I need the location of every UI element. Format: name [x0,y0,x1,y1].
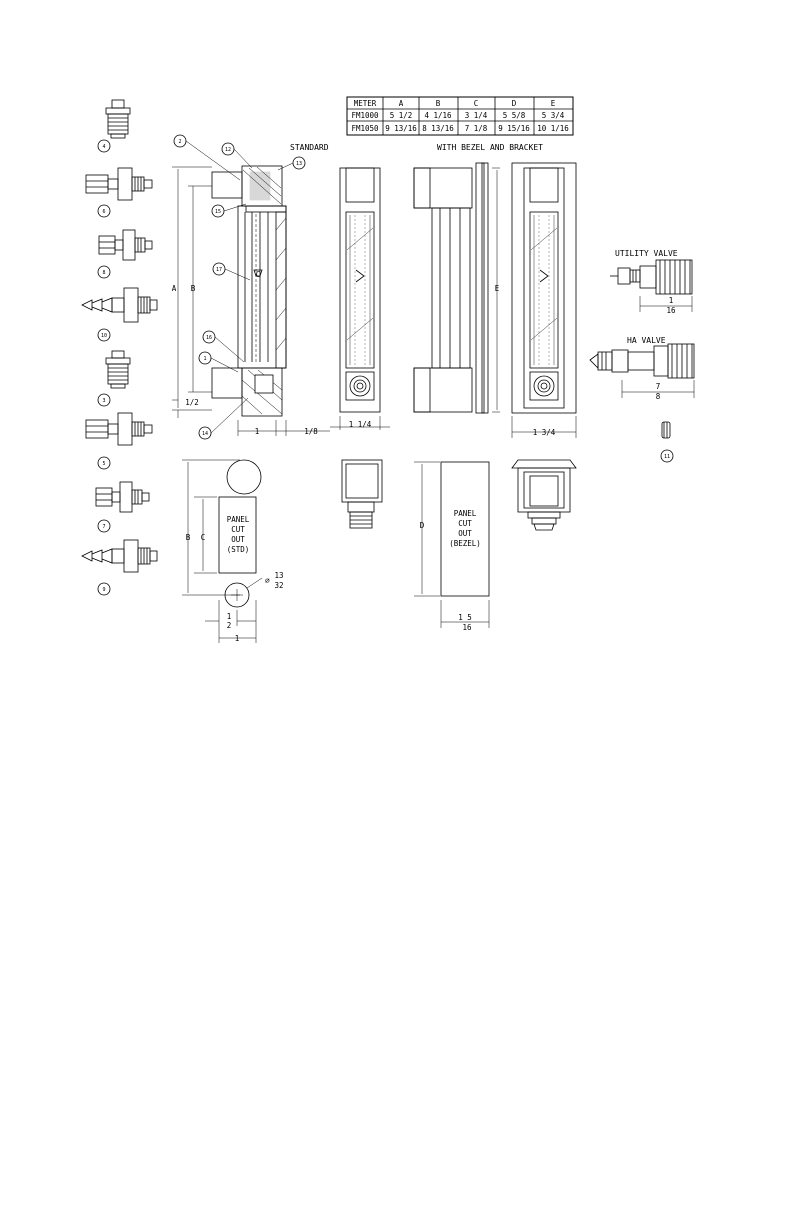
table-cell: 5 3/4 [542,111,565,120]
cutout-bezel-line-4: (BEZEL) [449,539,481,548]
cutout-std-line-1: PANEL [227,515,250,524]
hole-diameter-numerator: 13 [274,571,283,580]
dim-std-width-label: 1 [235,634,240,643]
fittings-column: 4 6 8 10 3 5 7 9 [81,99,158,596]
side-view-bezel: E [413,162,500,414]
bottom-view-standard [341,459,383,529]
cutout-std-line-4: (STD) [227,545,250,554]
cutout-std-line-2: CUT [231,525,245,534]
dim-e-label: E [495,284,500,293]
fitting-10 [81,287,158,323]
table-cell: 5 5/8 [503,111,526,120]
table-row: FM1000 5 1/2 4 1/16 3 1/4 5 5/8 5 3/4 [351,111,564,120]
knob-part: 11 [660,421,674,463]
table-cell: 7 1/8 [465,124,488,133]
hole-diameter-denominator: 32 [274,581,283,590]
fitting-4 [105,99,131,139]
table-header-row: METER A B C D E [354,99,556,108]
ha-valve: 7 8 [589,343,695,401]
cutout-std-line-3: OUT [231,535,245,544]
ha-dim-numerator: 7 [656,382,661,391]
callout-11: 11 [664,454,670,460]
dim-d-label: D [420,521,425,530]
cutout-bezel-line-1: PANEL [454,509,477,518]
table-row: FM1050 9 13/16 8 13/16 7 1/8 9 15/16 10 … [351,124,569,133]
table-cell: FM1050 [351,124,379,133]
utility-dim-numerator: 1 [669,296,674,305]
table-cell: 4 1/16 [424,111,452,120]
utility-valve-title: UTILITY VALVE [615,249,678,258]
dim-bezel-width-denominator: 16 [462,623,472,632]
table-header-c: C [474,99,479,108]
dim-a-label: A [172,284,177,293]
fitting-7 [95,481,150,513]
table-cell: 10 1/16 [537,124,569,133]
fitting-callouts [97,139,111,596]
dim-bezel-width-numerator: 1 5 [458,613,472,622]
bezel-cutout: D PANEL CUT OUT (BEZEL) 1 5 16 [414,461,490,632]
bottom-view-bezel [511,459,577,531]
bezel-title: WITH BEZEL AND BRACKET [437,143,543,152]
callout-12: 12 [225,147,231,153]
cutout-bezel-line-3: OUT [458,529,472,538]
dim-one-quarter-label: 1 1/4 [349,420,372,429]
fitting-5 [85,412,153,446]
fitting-8 [98,229,153,261]
dim-b-label: B [191,284,196,293]
callout-1: 1 [203,356,206,362]
utility-dim-denominator: 16 [666,306,676,315]
callout-2: 2 [178,139,181,145]
callout-16: 16 [206,335,212,341]
table-cell: 3 1/4 [465,111,488,120]
spec-table: METER A B C D E FM1000 5 1/2 4 1/16 3 1/… [346,96,574,136]
table-cell: 9 13/16 [385,124,417,133]
dim-std-c-label: C [201,533,206,542]
fitting-6 [85,167,153,201]
std-cutout: B C PANEL CUT OUT (STD) ⌀ 13 32 1 2 1 [182,459,284,643]
table-header-d: D [512,99,517,108]
callout-6: 6 [102,209,105,215]
dim-half-numerator: 1 [227,612,232,621]
callout-8: 8 [102,270,105,276]
table-header-e: E [551,99,556,108]
table-cell: 8 13/16 [422,124,454,133]
callout-10: 10 [101,333,107,339]
dim-one-eighth-label: 1/8 [304,427,318,436]
dim-half-label: 1/2 [185,398,199,407]
table-header-b: B [436,99,441,108]
front-view-bezel: 1 3/4 [511,162,577,438]
dim-std-b-label: B [186,533,191,542]
standard-section-view: 2 12 13 15 17 16 1 14 A B C 1/2 1 [172,134,330,440]
dim-one-label: 1 [255,427,260,436]
dim-c-label: C [256,270,261,279]
callout-3: 3 [102,398,105,404]
callout-14: 14 [202,431,208,437]
front-view-standard: 1 1/4 [330,167,390,430]
callout-5: 5 [102,461,105,467]
standard-title: STANDARD [290,143,329,152]
fitting-9 [81,539,158,573]
table-cell: 5 1/2 [390,111,413,120]
fitting-3 [105,350,131,389]
table-header-a: A [399,99,404,108]
dim-half-denominator: 2 [227,621,232,630]
cutout-bezel-line-2: CUT [458,519,472,528]
dim-one-three-quarter-label: 1 3/4 [533,428,556,437]
table-cell: 9 15/16 [498,124,530,133]
callout-17: 17 [216,267,222,273]
table-header-meter: METER [354,99,377,108]
callout-7: 7 [102,524,105,530]
callout-15: 15 [215,209,221,215]
callout-4: 4 [102,144,105,150]
ha-valve-title: HA VALVE [627,336,666,345]
callout-13: 13 [296,161,302,167]
callout-9: 9 [102,587,105,593]
hole-diameter-symbol: ⌀ [265,576,270,585]
table-cell: FM1000 [351,111,379,120]
utility-valve: 1 16 [610,259,693,315]
ha-dim-denominator: 8 [656,392,661,401]
